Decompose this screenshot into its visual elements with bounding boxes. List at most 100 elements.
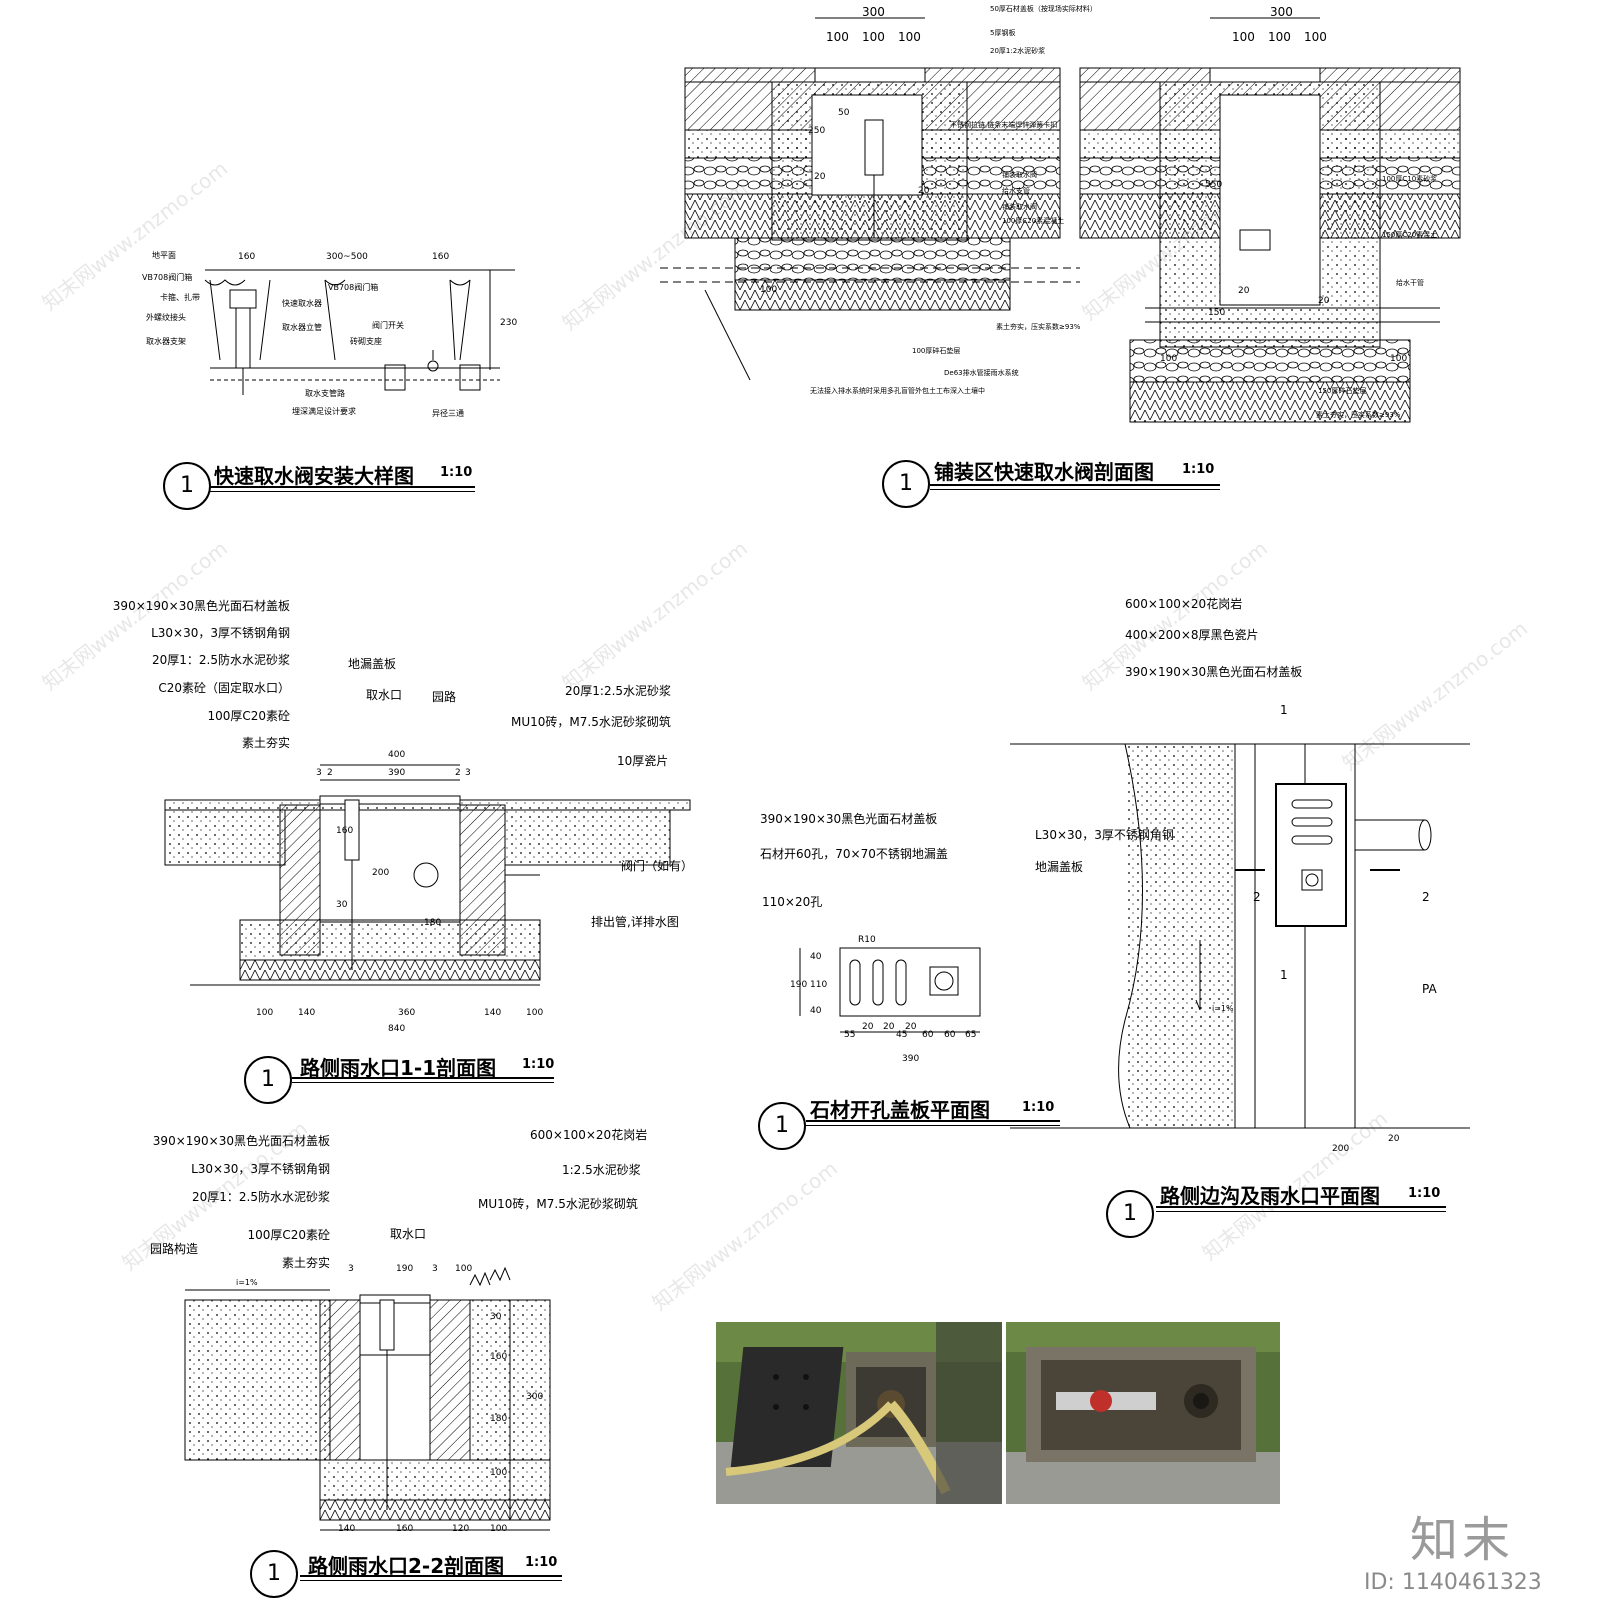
p2-dim: 100 [862, 30, 885, 44]
p4-title-rule [806, 1120, 1060, 1122]
p6-title-rule [300, 1575, 562, 1577]
p1-label: 外螺纹接头 [146, 313, 186, 322]
p3-label: MU10砖，M7.5水泥砂浆砌筑 [511, 715, 671, 729]
p3-dim: 2 [455, 768, 461, 778]
p2-dim: 150 [1208, 308, 1226, 318]
p1-label: 埋深满足设计要求 [292, 407, 356, 416]
p4-dim: 110 [810, 980, 828, 990]
p5-title-rule [1156, 1211, 1446, 1212]
p4-number: 1 [758, 1102, 806, 1150]
p1-label: VB708阀门箱 [328, 283, 379, 292]
p3-dim: 840 [388, 1024, 406, 1034]
watermark-text: 知末网www.znzmo.com [647, 1156, 842, 1316]
p3-title-rule [292, 1082, 554, 1083]
p5-label: i=1% [1212, 1004, 1234, 1013]
p3-scale: 1:10 [522, 1057, 555, 1072]
p2-label: 150厚碎石垫层 [1318, 387, 1367, 395]
p4-label: R10 [858, 935, 876, 945]
p1-scale: 1:10 [440, 465, 473, 480]
p2-label: 铺装取水阀 [1002, 171, 1037, 179]
p3-dim: 30 [336, 900, 348, 910]
p6-label: MU10砖，M7.5水泥砂浆砌筑 [478, 1197, 638, 1211]
p2-label: 100厚C20素混凝土 [1002, 217, 1065, 225]
p4-scale: 1:10 [1022, 1100, 1055, 1115]
p6-label: 素土夯实 [281, 1256, 330, 1270]
p4-dim: 20 [883, 1022, 895, 1032]
p6-label: 600×100×20花岗岩 [530, 1128, 648, 1142]
p4-dim: 190 [790, 980, 808, 990]
p2-label: 100厚碎石垫层 [912, 347, 961, 355]
p3-label: 取水口 [366, 688, 403, 702]
p1-label: 地平面 [152, 251, 176, 260]
p6-drawing [184, 1266, 551, 1531]
p2-label: 素土夯实，压实系数≥93% [996, 323, 1081, 331]
p1-number: 1 [163, 462, 211, 510]
p1-label: 取水支管路 [305, 389, 345, 398]
p6-dim: 180 [490, 1414, 508, 1424]
p6-dim: 120 [452, 1524, 470, 1534]
p2-drawing [660, 17, 1461, 423]
p3-label: 地漏盖板 [348, 657, 397, 671]
p2-dim: 100 [1232, 30, 1255, 44]
p6-dim: 140 [338, 1524, 356, 1534]
p5-label: 2 [1253, 890, 1261, 904]
p3-label: 10厚瓷片 [617, 754, 669, 768]
p4-title-rule [806, 1125, 1060, 1126]
p5-label: 地漏盖板 [1035, 860, 1084, 874]
p2-dim: 20 [1238, 286, 1250, 296]
p5-title-rule [1156, 1206, 1446, 1208]
p4-label: 石材开60孔，70×70不锈钢地漏盖 [760, 847, 948, 861]
p3-drawing [164, 764, 691, 986]
p5-scale: 1:10 [1408, 1186, 1441, 1201]
p2-dim: 100 [898, 30, 921, 44]
p1-label: 快速取水器 [282, 299, 322, 308]
p6-dim: 30 [490, 1312, 502, 1322]
p2-label: 50厚石材盖板（按现场实际材料） [990, 5, 1097, 13]
p4-dim: 55 [844, 1030, 856, 1040]
site-photo-closed [716, 1322, 1002, 1504]
p2-label: 20厚1:2水泥砂浆 [990, 47, 1046, 55]
p2-dim: 20 [918, 186, 930, 196]
p6-scale: 1:10 [525, 1555, 558, 1570]
p3-dim: 3 [465, 768, 471, 778]
p3-label: 园路 [432, 690, 457, 704]
p4-dim: 390 [902, 1054, 920, 1064]
p2-dim: 100 [826, 30, 849, 44]
p6-dim: 100 [490, 1524, 508, 1534]
p3-title: 路侧雨水口1-1剖面图 [300, 1056, 497, 1080]
p6-label: 20厚1：2.5防水水泥砂浆 [192, 1190, 330, 1204]
p6-dim: 3 [348, 1264, 354, 1274]
p2-label: 素土夯实，压实系数≥93% [1316, 411, 1401, 419]
p5-label: 600×100×20花岗岩 [1125, 597, 1243, 611]
p3-label: 阀门（如有） [621, 859, 694, 873]
p1-label: 砖砌支座 [350, 337, 382, 346]
p6-label: L30×30，3厚不锈钢角钢 [191, 1162, 330, 1176]
p4-dim: 20 [862, 1022, 874, 1032]
p2-number: 1 [882, 460, 930, 508]
p3-dim: 100 [526, 1008, 544, 1018]
p2-dim: 20 [1318, 296, 1330, 306]
p5-label: L30×30，3厚不锈钢角钢 [1035, 828, 1174, 842]
p6-number: 1 [250, 1550, 298, 1598]
p2-dim: 50 [838, 108, 850, 118]
p1-label: 异径三通 [432, 409, 464, 418]
p3-dim: 100 [256, 1008, 274, 1018]
p2-dim: 300 [862, 5, 885, 19]
p5-label: 1 [1280, 968, 1288, 982]
p4-dim: 40 [810, 1006, 822, 1016]
p5-label: 2 [1422, 890, 1430, 904]
p5-label: 400×200×8厚黑色瓷片 [1125, 628, 1259, 642]
p4-dim: 60 [944, 1030, 956, 1040]
p2-dim: 100 [1390, 354, 1408, 364]
p1-title-rule [210, 491, 475, 492]
p6-label: 390×190×30黑色光面石材盖板 [152, 1134, 330, 1148]
p4-title: 石材开孔盖板平面图 [810, 1098, 990, 1122]
p2-label: 给水支管 [1002, 187, 1030, 195]
p2-dim: 20 [814, 172, 826, 182]
p3-label: 素土夯实 [241, 736, 290, 750]
p6-dim: 100 [490, 1468, 508, 1478]
p2-label: 无法接入排水系统时采用多孔盲管外包土工布深入土壤中 [810, 387, 985, 395]
p2-label: 5厚钢板 [990, 29, 1016, 37]
p4-label: 390×190×30黑色光面石材盖板 [760, 812, 938, 826]
p2-title-rule [930, 489, 1220, 490]
